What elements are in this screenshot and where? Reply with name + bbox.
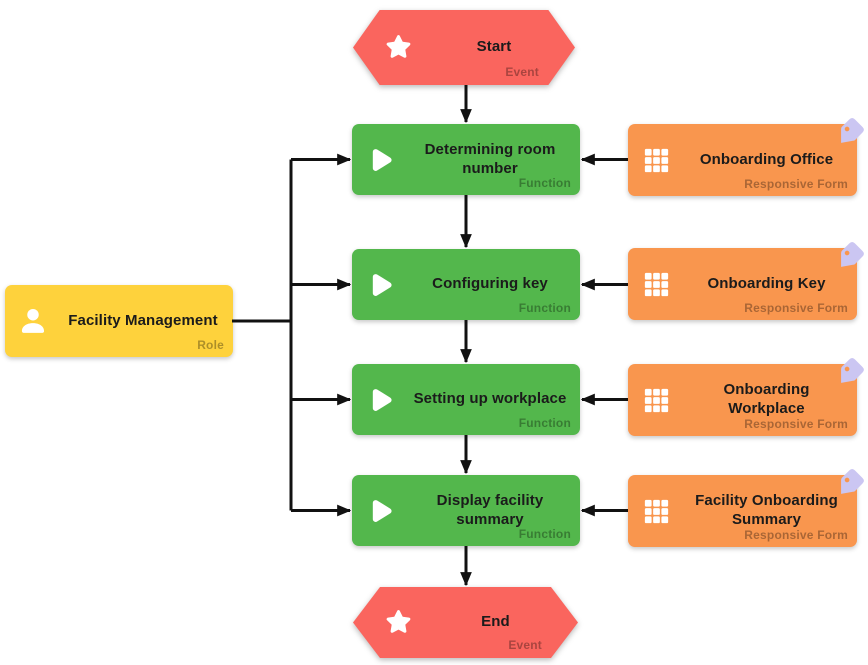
- play-icon: [352, 145, 408, 175]
- form-node-onboarding-key[interactable]: Onboarding Key Responsive Form: [628, 240, 866, 320]
- role-type-label: Role: [197, 338, 224, 352]
- function-type-label: Function: [518, 527, 571, 541]
- event-type-label: Event: [505, 65, 539, 79]
- role-label: Facility Management: [68, 311, 218, 329]
- form-label: Onboarding Key: [707, 274, 826, 292]
- person-icon: [5, 305, 61, 337]
- form-label: Onboarding Office: [699, 150, 834, 168]
- grid-icon: [628, 385, 684, 416]
- function-node-configuring-key[interactable]: Configuring key Function: [352, 249, 580, 320]
- star-icon: [375, 608, 421, 637]
- play-icon: [352, 496, 408, 526]
- event-type-label: Event: [508, 638, 542, 652]
- function-node-setting-up-workplace[interactable]: Setting up workplace Function: [352, 364, 580, 435]
- function-label: Configuring key: [432, 275, 548, 293]
- role-node-facility-management[interactable]: Facility Management Role: [5, 285, 233, 357]
- form-type-label: Responsive Form: [744, 301, 848, 315]
- tag-icon: [832, 116, 868, 152]
- form-node-facility-onboarding-summary[interactable]: Facility Onboarding Summary Responsive F…: [628, 467, 866, 547]
- tag-icon: [832, 356, 868, 392]
- form-type-label: Responsive Form: [744, 528, 848, 542]
- grid-icon: [628, 269, 684, 300]
- star-icon: [375, 33, 421, 62]
- event-node-end[interactable]: End Event: [353, 587, 578, 658]
- function-type-label: Function: [518, 416, 571, 430]
- form-node-onboarding-office[interactable]: Onboarding Office Responsive Form: [628, 116, 866, 196]
- event-node-start[interactable]: Start Event: [353, 10, 575, 85]
- form-label: Facility Onboarding Summary: [695, 492, 838, 528]
- function-type-label: Function: [518, 301, 571, 315]
- grid-icon: [628, 496, 684, 527]
- form-type-label: Responsive Form: [744, 417, 848, 431]
- form-node-onboarding-workplace[interactable]: Onboarding Workplace Responsive Form: [628, 356, 866, 436]
- function-label: Setting up workplace: [413, 390, 567, 408]
- event-label: End: [481, 613, 510, 631]
- tag-icon: [832, 467, 868, 503]
- function-node-display-facility-summary[interactable]: Display facility summary Function: [352, 475, 580, 546]
- function-label: Display facility summary: [436, 491, 544, 528]
- grid-icon: [628, 145, 684, 176]
- form-label: Onboarding Workplace: [723, 381, 810, 417]
- function-type-label: Function: [518, 176, 571, 190]
- function-label: Determining room number: [424, 140, 556, 177]
- form-type-label: Responsive Form: [744, 177, 848, 191]
- play-icon: [352, 385, 408, 415]
- play-icon: [352, 270, 408, 300]
- function-node-determining-room-number[interactable]: Determining room number Function: [352, 124, 580, 195]
- event-label: Start: [476, 38, 512, 56]
- tag-icon: [832, 240, 868, 276]
